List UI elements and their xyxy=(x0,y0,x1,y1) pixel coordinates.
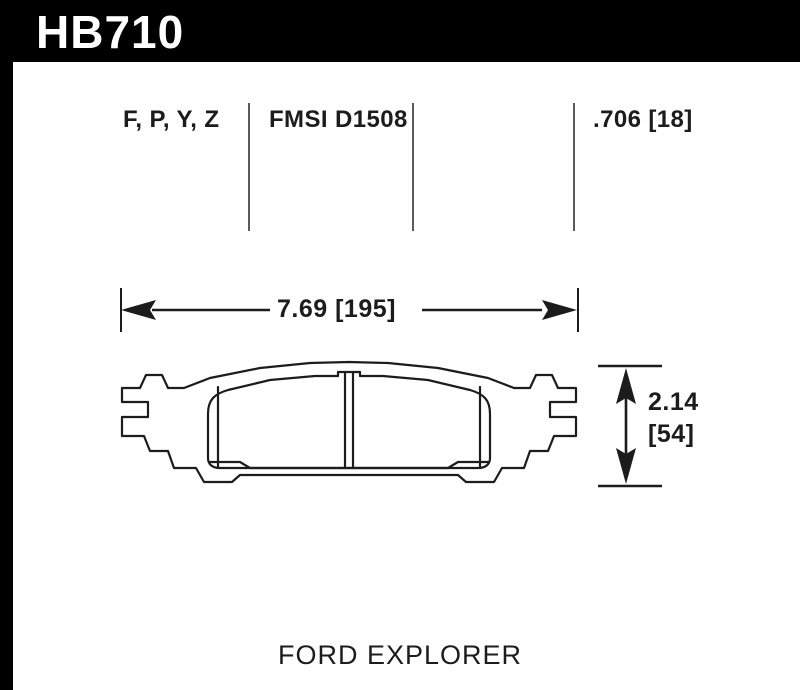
spec-divider-2 xyxy=(412,103,414,231)
width-dimension-arrows xyxy=(121,300,577,320)
friction-pad-outline xyxy=(206,370,492,470)
vehicle-caption: FORD EXPLORER xyxy=(277,640,523,670)
height-dimension-mm: [54] xyxy=(648,420,695,448)
brake-pad-drawing xyxy=(120,360,578,484)
width-extension-line-right xyxy=(577,288,579,332)
pad-bottom-chamfer xyxy=(208,460,490,470)
left-border-strip xyxy=(0,0,13,690)
pad-thickness-value: .706 [18] xyxy=(593,106,693,133)
spec-header-row: F, P, Y, Z FMSI D1508 .706 [18] xyxy=(13,100,800,232)
fmsi-number: FMSI D1508 xyxy=(269,106,408,133)
spec-divider-1 xyxy=(248,103,250,231)
height-dimension-arrows xyxy=(598,364,662,488)
width-dimension-label: 7.69 [195] xyxy=(277,295,396,323)
page-title: HB710 xyxy=(36,6,185,58)
height-dimension-label: 2.14 [54] xyxy=(648,386,699,450)
header-bar xyxy=(0,0,800,62)
compound-codes: F, P, Y, Z xyxy=(123,106,220,133)
spec-divider-3 xyxy=(573,103,575,231)
height-dimension-inches: 2.14 xyxy=(648,388,699,416)
